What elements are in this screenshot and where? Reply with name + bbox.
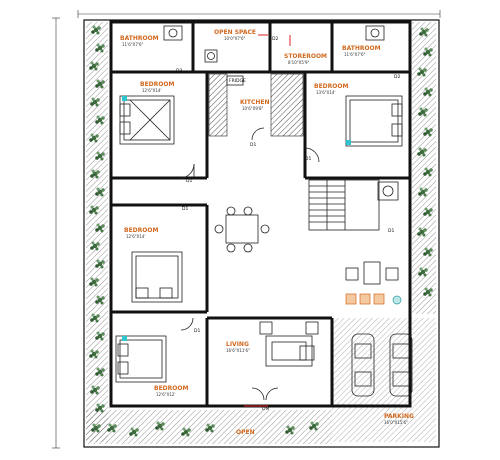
bed-bottom-left [115,335,167,383]
room-name-kitchen: KITCHEN [240,99,270,106]
room-name-open-space: OPEN SPACE [214,29,256,36]
accent-marker-3 [346,140,351,145]
fridge-label: FRIDGE [229,78,246,84]
door-swings [179,127,320,401]
room-dim-storeroom: 8'10"X5'9" [288,60,310,65]
parked-cars [351,333,413,397]
plot-boundary [83,19,440,448]
door-tag-d1-left: D1 [186,178,192,184]
door-tag-d1-stair: D1 [388,228,394,234]
door-tag-d1-mid: D1 [182,206,188,212]
bed-top-left [119,95,175,145]
room-name-bedroom-top-right: BEDROOM [314,83,348,90]
sink-fixtures [163,25,399,201]
door-tag-d2-right: D2 [394,74,400,80]
bed-mid-left [131,251,183,303]
door-tag-d1-bottom: D1 [194,328,200,334]
room-name-bathroom-top-left: BATHROOM [120,35,159,42]
room-dim-bathroom-top-left: 11'6"X7'6" [122,42,144,47]
staircase [309,180,346,230]
room-name-bedroom-bottom-left: BEDROOM [154,385,188,392]
room-dim-kitchen: 10'6"X9'8" [242,106,264,111]
room-name-living: LIVING [226,341,249,348]
room-name-bedroom-mid-left: BEDROOM [124,227,158,234]
dimension-lines [52,10,441,449]
room-dim-bedroom-top-left: 12'6"X14' [142,88,162,93]
room-dim-parking: 16'0"X15'6" [384,420,408,425]
hall-seating [345,261,402,305]
room-dim-open-space: 10'0"X7'6" [224,36,246,41]
door-tag-d1-kitchen: D1 [250,142,256,148]
door-tag-d3: D3 [176,68,182,74]
kitchen-counter-right [270,73,304,137]
kitchen-counter-left [208,73,228,137]
fridge-box [226,75,244,86]
door-tag-dm: DM [262,406,269,412]
room-name-storeroom: STOREROOM [284,53,327,60]
room-dim-living: 16'6"X11'6" [226,348,250,353]
room-name-open-bottom: OPEN [236,429,255,436]
bed-top-right [345,95,403,147]
room-dim-bathroom-top-right: 11'6"X7'6" [344,52,366,57]
accent-marker-2 [122,336,127,341]
walls [109,20,412,408]
dining-table [214,206,270,253]
door-tag-d2-top: D2 [272,36,278,42]
room-dim-bedroom-top-right: 13'6"X14' [316,90,336,95]
room-name-bedroom-top-left: BEDROOM [140,81,174,88]
living-sofa [259,321,319,367]
accent-marker-1 [122,96,127,101]
room-name-parking: PARKING [384,413,414,420]
room-dim-bedroom-mid-left: 12'6"X14' [126,234,146,239]
door-tag-d1-right: D1 [305,156,311,162]
room-name-bathroom-top-right: BATHROOM [342,45,381,52]
room-dim-bedroom-bottom-left: 12'6"X12' [156,392,176,397]
